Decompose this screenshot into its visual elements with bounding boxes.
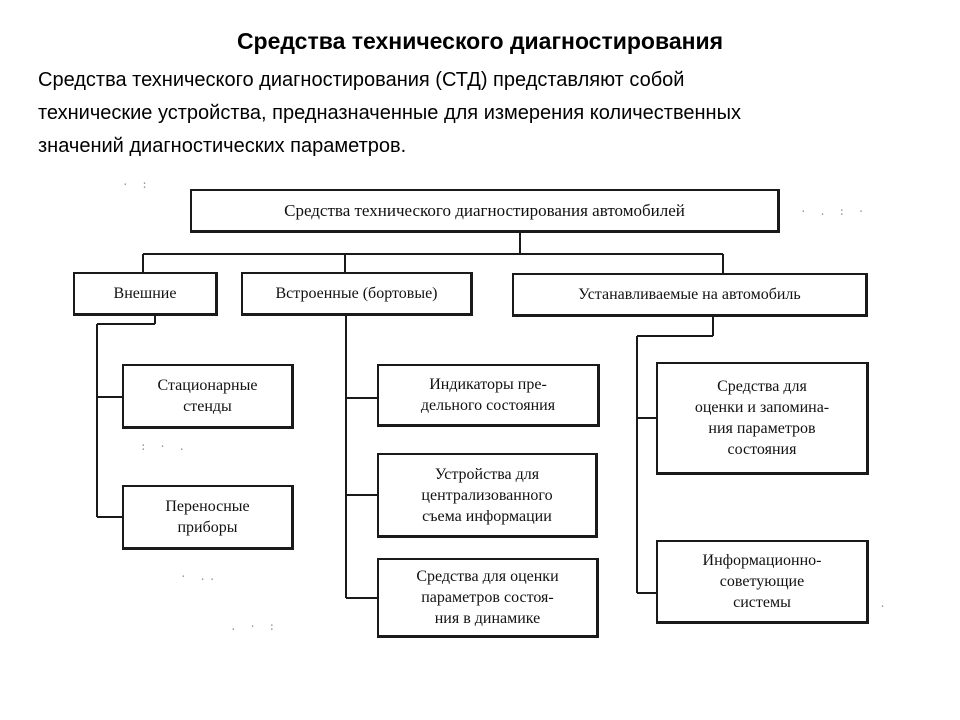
group-external: Внешние xyxy=(73,272,218,316)
scan-noise: . · : xyxy=(230,620,279,633)
intro-line: значений диагностических параметров. xyxy=(38,135,407,157)
intro-paragraph: Средства технического диагностирования (… xyxy=(38,64,938,163)
node-state-assessment-memory: Средства для оценки и запомина- ния пара… xyxy=(656,362,869,475)
intro-line: технические устройства, предназначенные … xyxy=(38,102,741,124)
node-advisory-systems: Информационно- советующие системы xyxy=(656,540,869,624)
group-built-in: Встроенные (бортовые) xyxy=(241,272,473,316)
group-installed: Устанавливаемые на автомобиль xyxy=(512,273,868,317)
node-limit-state-indicators: Индикаторы пре- дельного состояния xyxy=(377,364,600,427)
scan-noise: · : xyxy=(122,178,151,191)
node-portable-devices: Переносные приборы xyxy=(122,485,294,550)
scan-noise: · . : · xyxy=(800,205,868,218)
node-stationary-stands: Стационарные стенды xyxy=(122,364,294,429)
node-centralized-data-collection: Устройства для централизованного съема и… xyxy=(377,453,598,538)
intro-line: Средства технического диагностирования (… xyxy=(38,69,685,91)
page-title: Средства технического диагностирования xyxy=(236,28,724,54)
node-dynamic-assessment: Средства для оценки параметров состоя- н… xyxy=(377,558,599,638)
root-node: Средства технического диагностирования а… xyxy=(190,189,780,233)
scan-noise: : · . xyxy=(140,440,189,453)
scan-noise: · .. xyxy=(180,570,219,583)
